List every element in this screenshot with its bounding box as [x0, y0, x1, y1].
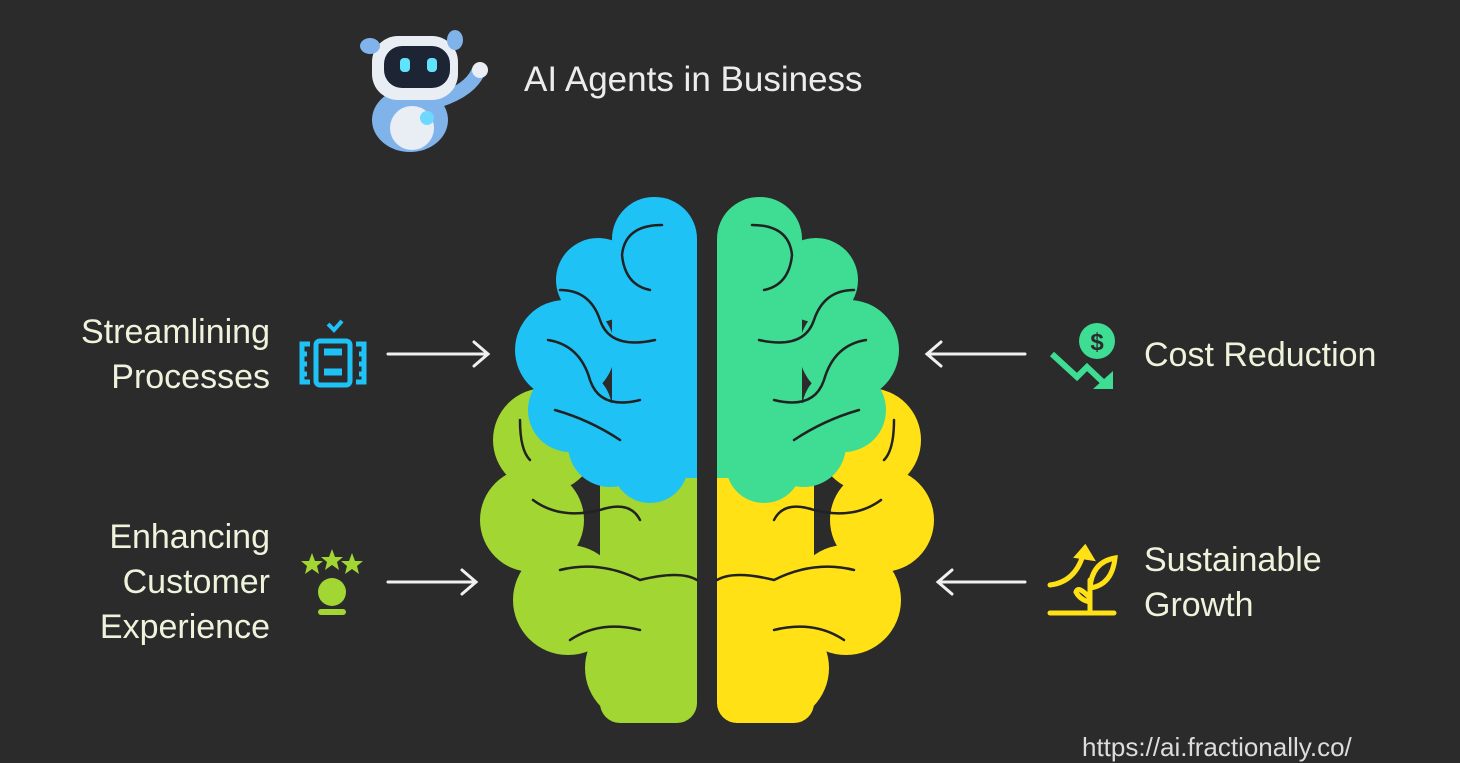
label-streamlining-processes: Streamlining Processes: [81, 313, 270, 396]
label-sustainable-growth: Sustainable Growth: [1144, 541, 1322, 624]
arrow-cost: [924, 340, 1027, 368]
svg-text:$: $: [1090, 329, 1104, 356]
cost-down-icon: $: [1049, 323, 1115, 389]
arrow-streamlining: [386, 340, 491, 368]
label-cost-reduction: Cost Reduction: [1144, 336, 1377, 374]
brain-illustration: [480, 196, 934, 723]
brain-lobe-left-bottom: [480, 388, 697, 723]
growth-plant-icon: [1047, 543, 1118, 616]
page-title: AI Agents in Business: [524, 60, 863, 99]
customer-rating-icon: [301, 549, 363, 615]
robot-mascot-icon: [360, 30, 488, 152]
arrow-customer: [386, 568, 479, 596]
brain-folds: [518, 223, 896, 642]
brain-lobe-right-top: [717, 196, 899, 503]
process-checklist-icon: [299, 319, 367, 388]
source-url[interactable]: https://ai.fractionally.co/: [1082, 732, 1352, 762]
label-enhancing-customer-experience: Enhancing Customer Experience: [99, 518, 270, 646]
arrow-growth: [935, 568, 1027, 596]
brain-lobe-left-top: [515, 196, 697, 503]
